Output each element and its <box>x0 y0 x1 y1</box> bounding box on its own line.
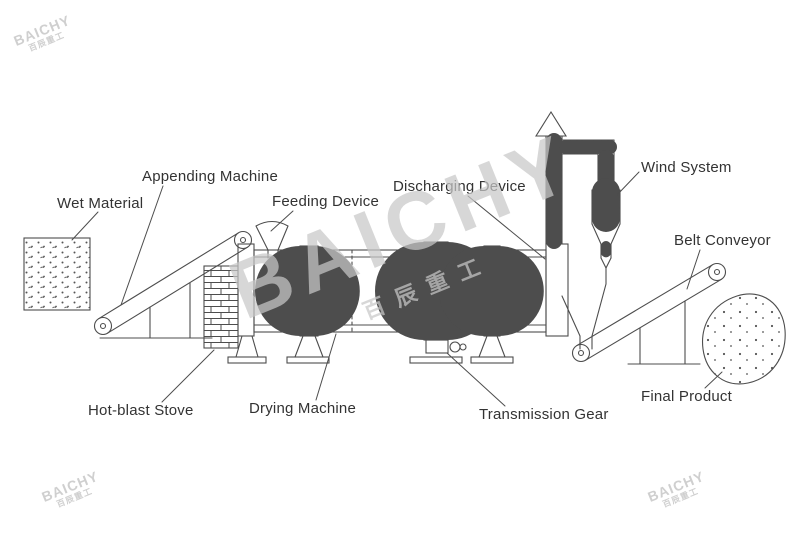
wet-material-pile <box>23 237 91 311</box>
transmission-gear-drawing <box>409 339 467 364</box>
label-wind-system: Wind System <box>641 159 732 176</box>
leader-belt-conveyor <box>686 249 701 290</box>
appending-machine-conveyor <box>93 230 253 339</box>
drying-drum <box>237 241 547 341</box>
hot-blast-stove-drawing <box>203 265 239 349</box>
leader-feeding-device <box>270 210 294 232</box>
belt-conveyor-drawing <box>571 262 727 365</box>
leader-appending-machine <box>120 185 164 306</box>
label-discharging-device: Discharging Device <box>393 178 526 195</box>
leader-discharging-device <box>467 195 546 260</box>
feeding-hopper <box>255 220 289 259</box>
leader-wet-material <box>71 211 99 241</box>
leader-transmission-gear <box>446 352 506 407</box>
leader-wind-system <box>616 171 640 196</box>
leader-final-product <box>704 371 723 389</box>
label-belt-conveyor: Belt Conveyor <box>674 232 771 249</box>
label-feeding-device: Feeding Device <box>272 193 380 210</box>
label-transmission-gear: Transmission Gear <box>479 406 609 423</box>
label-drying-machine: Drying Machine <box>249 400 357 417</box>
label-final-product: Final Product <box>641 388 732 405</box>
drum-support-stands <box>227 335 514 364</box>
leader-lines <box>71 171 723 407</box>
leader-drying-machine <box>315 333 337 401</box>
leader-hot-blast-stove <box>161 349 215 403</box>
label-appending-machine: Appending Machine <box>142 168 278 185</box>
wind-system-drawing <box>535 110 621 285</box>
final-product-pile <box>702 293 786 385</box>
label-wet-material: Wet Material <box>57 195 144 212</box>
label-hot-blast-stove: Hot-blast Stove <box>88 402 194 419</box>
